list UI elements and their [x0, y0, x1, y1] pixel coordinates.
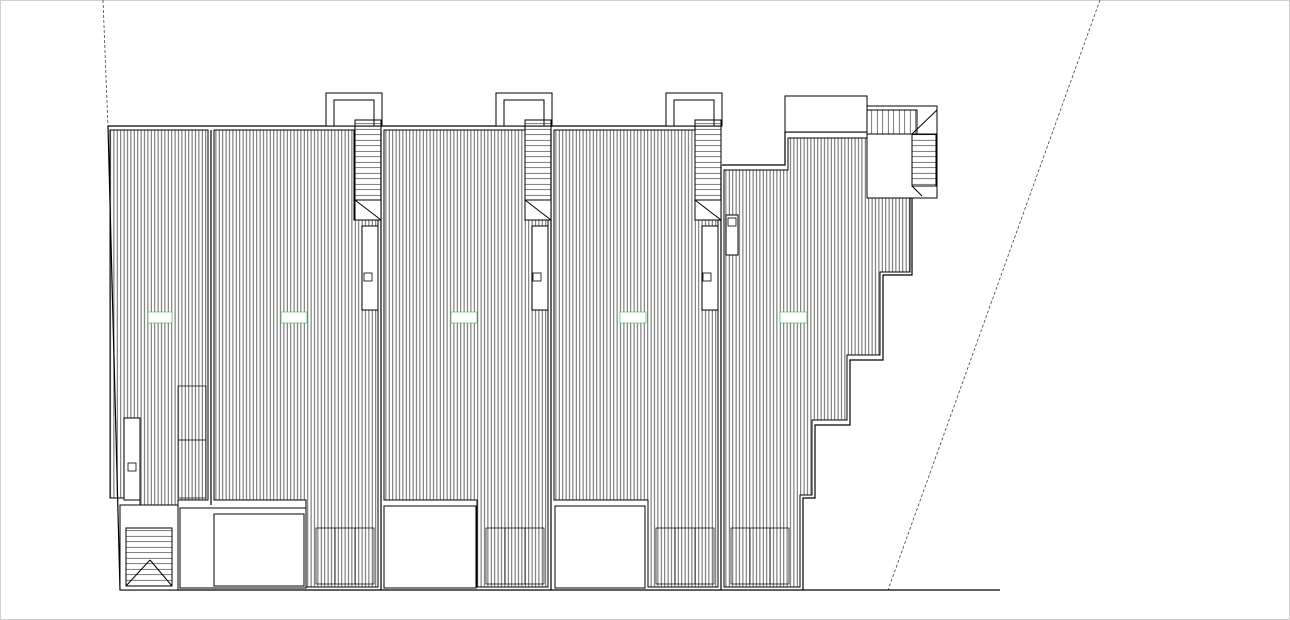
stair-tower-1 [325, 92, 383, 311]
unit-1-label [147, 311, 173, 324]
unit-5-roof [723, 137, 911, 588]
open-patios [179, 505, 646, 589]
unit-4-label [619, 311, 647, 324]
stair-tower-4 [725, 95, 938, 256]
drain-symbols [127, 217, 737, 472]
unit-3-label [450, 311, 478, 324]
unit-2-roof [213, 129, 379, 588]
stair-tower-5 [119, 417, 179, 591]
stair-tower-2 [495, 92, 553, 311]
stair-towers [119, 92, 938, 591]
unit-5-label [779, 311, 808, 324]
stair-tower-3 [665, 92, 723, 311]
unit-2-label [280, 311, 308, 324]
unit-labels [147, 311, 808, 324]
skylight-grilles [177, 385, 790, 585]
